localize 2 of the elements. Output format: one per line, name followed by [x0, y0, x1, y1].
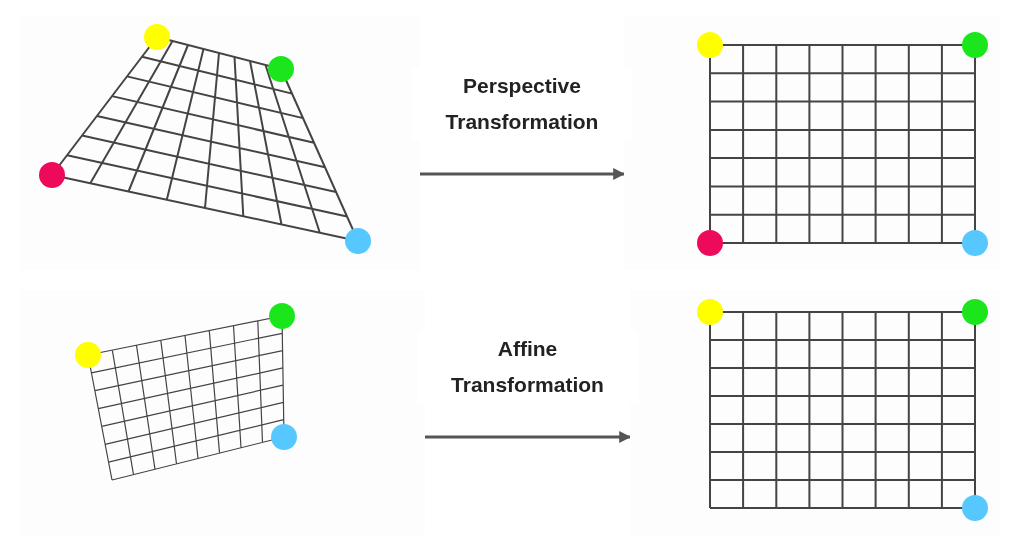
arrow: [425, 431, 632, 443]
arrow: [420, 168, 626, 180]
